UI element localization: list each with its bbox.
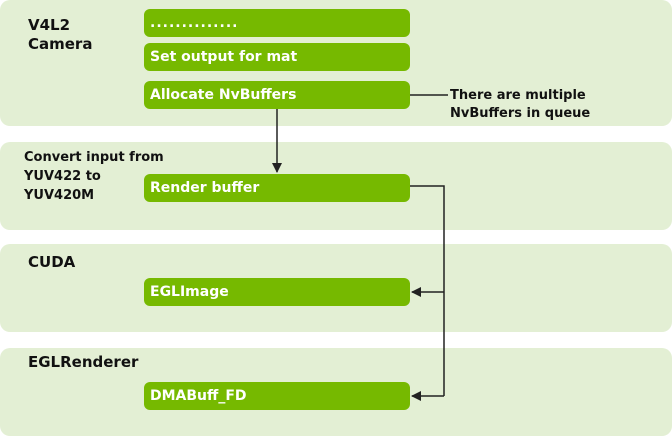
v4l2-camera-label: V4L2 Camera: [28, 16, 93, 53]
set-output-box: Set output for mat: [144, 43, 410, 71]
cuda-label: CUDA: [28, 253, 76, 271]
convert-label: Convert input from YUV422 to YUV420M: [24, 150, 164, 203]
dmabuff-fd-box: DMABuff_FD: [144, 382, 410, 410]
eglimage-box: EGLImage: [144, 278, 410, 306]
dots-box: ..............: [144, 9, 410, 37]
render-buffer-box: Render buffer: [144, 174, 410, 202]
nvbuffers-queue-note: There are multiple NvBuffers in queue: [450, 88, 591, 121]
egl-renderer-label: EGLRenderer: [28, 353, 139, 371]
allocate-nvbuffers-box: Allocate NvBuffers: [144, 81, 410, 109]
